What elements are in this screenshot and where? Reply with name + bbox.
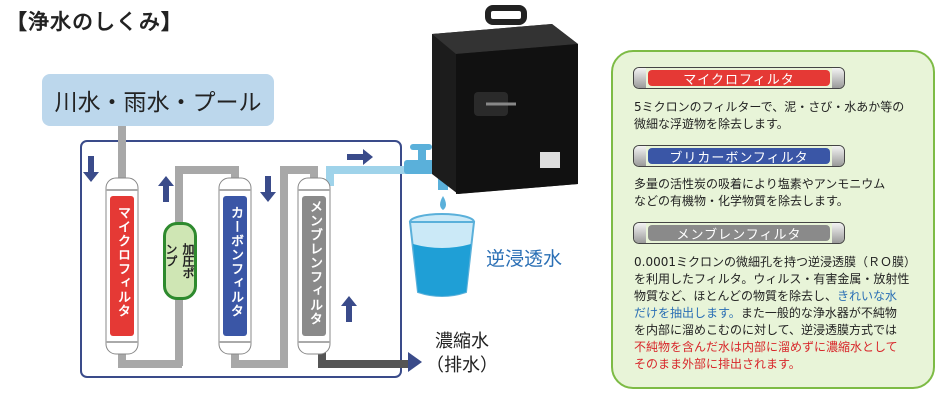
legend-carbon-pill: ブリカーボンフィルタ — [633, 145, 845, 167]
pipe-top-1 — [175, 166, 239, 174]
legend-micro-desc-line1: 5ミクロンのフィルターで、泥・さび・水あか等の — [634, 100, 905, 114]
legend-membrane-desc-line7: そのまま外部に排出されます。 — [634, 357, 801, 371]
purifier-device-image — [432, 5, 578, 194]
legend-micro-name: マイクロフィルタ — [648, 70, 830, 88]
membrane-filter — [297, 177, 331, 355]
legend-micro-desc-line2: 微細な浮遊物を除去します。 — [634, 117, 789, 131]
concentrate-pipe — [318, 360, 410, 368]
concentrate-label-line1: 濃縮水 — [435, 331, 489, 352]
arrow-down-carbon — [260, 176, 276, 202]
arrow-right-concentrate — [408, 352, 422, 372]
legend-carbon-desc-line2: などの有機物・化学物質を除去します。 — [634, 194, 849, 208]
pipe-top-2 — [280, 166, 316, 174]
legend-membrane-pill: メンブレンフィルタ — [633, 222, 845, 244]
legend-membrane-name: メンブレンフィルタ — [648, 225, 830, 243]
legend-membrane-desc-line4: だけを抽出します。また一般的な浄水器が不純物 — [634, 306, 897, 320]
pipe-bottom-2 — [231, 360, 287, 368]
ro-water-pipe-riser — [326, 166, 334, 186]
legend-membrane-desc-line6: 不純物を含んだ水は内部に溜めずに濃縮水として — [634, 340, 898, 354]
pipe-carbon-bottom — [231, 350, 239, 368]
concentrate-label-line2: （排水） — [426, 355, 498, 376]
arrow-down-inlet — [83, 156, 99, 182]
pipe-membrane-top — [310, 166, 318, 184]
water-source-box: 川水・雨水・プール — [42, 74, 274, 126]
purifier-system-frame — [80, 140, 402, 378]
pipe-bottom-1 — [118, 360, 182, 368]
water-cup-icon — [408, 213, 476, 297]
legend-carbon-name: ブリカーボンフィルタ — [648, 148, 830, 166]
ro-water-label: 逆浸透水 — [486, 248, 563, 270]
legend-micro-pill: マイクロフィルタ — [633, 67, 845, 89]
arrow-up-membrane — [341, 296, 357, 322]
legend-membrane-desc-line5: を内部に溜めこむのに対して、逆浸透膜方式では — [634, 323, 898, 337]
concentrate-pipe-riser — [318, 348, 326, 368]
pressure-pump: 加圧ポンプ — [163, 222, 197, 300]
legend-carbon-desc: 多量の活性炭の吸着により塩素やアンモニウム などの有機物・化学物質を除去します。 — [634, 176, 926, 210]
legend-membrane-desc-line2: を利用したフィルタ。ウィルス・有害金属・放射性 — [634, 272, 910, 286]
pressure-pump-label: 加圧ポンプ — [164, 243, 195, 279]
legend-carbon-desc-line1: 多量の活性炭の吸着により塩素やアンモニウム — [634, 177, 886, 191]
carbon-filter — [218, 177, 252, 355]
water-drop-icon — [440, 196, 446, 210]
micro-filter — [105, 177, 139, 355]
concentrate-label: 濃縮水 （排水） — [426, 330, 498, 378]
water-source-label: 川水・雨水・プール — [54, 90, 262, 116]
filter-legend-panel — [611, 50, 935, 389]
legend-membrane-desc: 0.0001ミクロンの微細孔を持つ逆浸透膜（ＲＯ膜） を利用したフィルタ。ウィル… — [634, 254, 926, 373]
pipe-membrane-riser — [280, 170, 288, 368]
arrow-right-ro — [347, 149, 373, 165]
micro-filter-label: マイクロフィルタ — [115, 206, 130, 318]
inlet-pipe — [118, 126, 126, 182]
page-title: 【浄水のしくみ】 — [6, 10, 183, 34]
membrane-filter-label: メンブレンフィルタ — [307, 200, 322, 326]
arrow-up-pump — [158, 176, 174, 202]
flow-arrows — [83, 149, 422, 372]
pipe-carbon-top — [231, 166, 239, 184]
legend-membrane-desc-line3: 物質など、ほとんどの物質を除去し、きれいな水 — [634, 289, 898, 303]
legend-membrane-desc-line1: 0.0001ミクロンの微細孔を持つ逆浸透膜（ＲＯ膜） — [634, 255, 916, 269]
legend-micro-desc: 5ミクロンのフィルターで、泥・さび・水あか等の 微細な浮遊物を除去します。 — [634, 99, 926, 133]
ro-water-pipe — [326, 166, 416, 174]
carbon-filter-label: カーボンフィルタ — [228, 206, 243, 318]
